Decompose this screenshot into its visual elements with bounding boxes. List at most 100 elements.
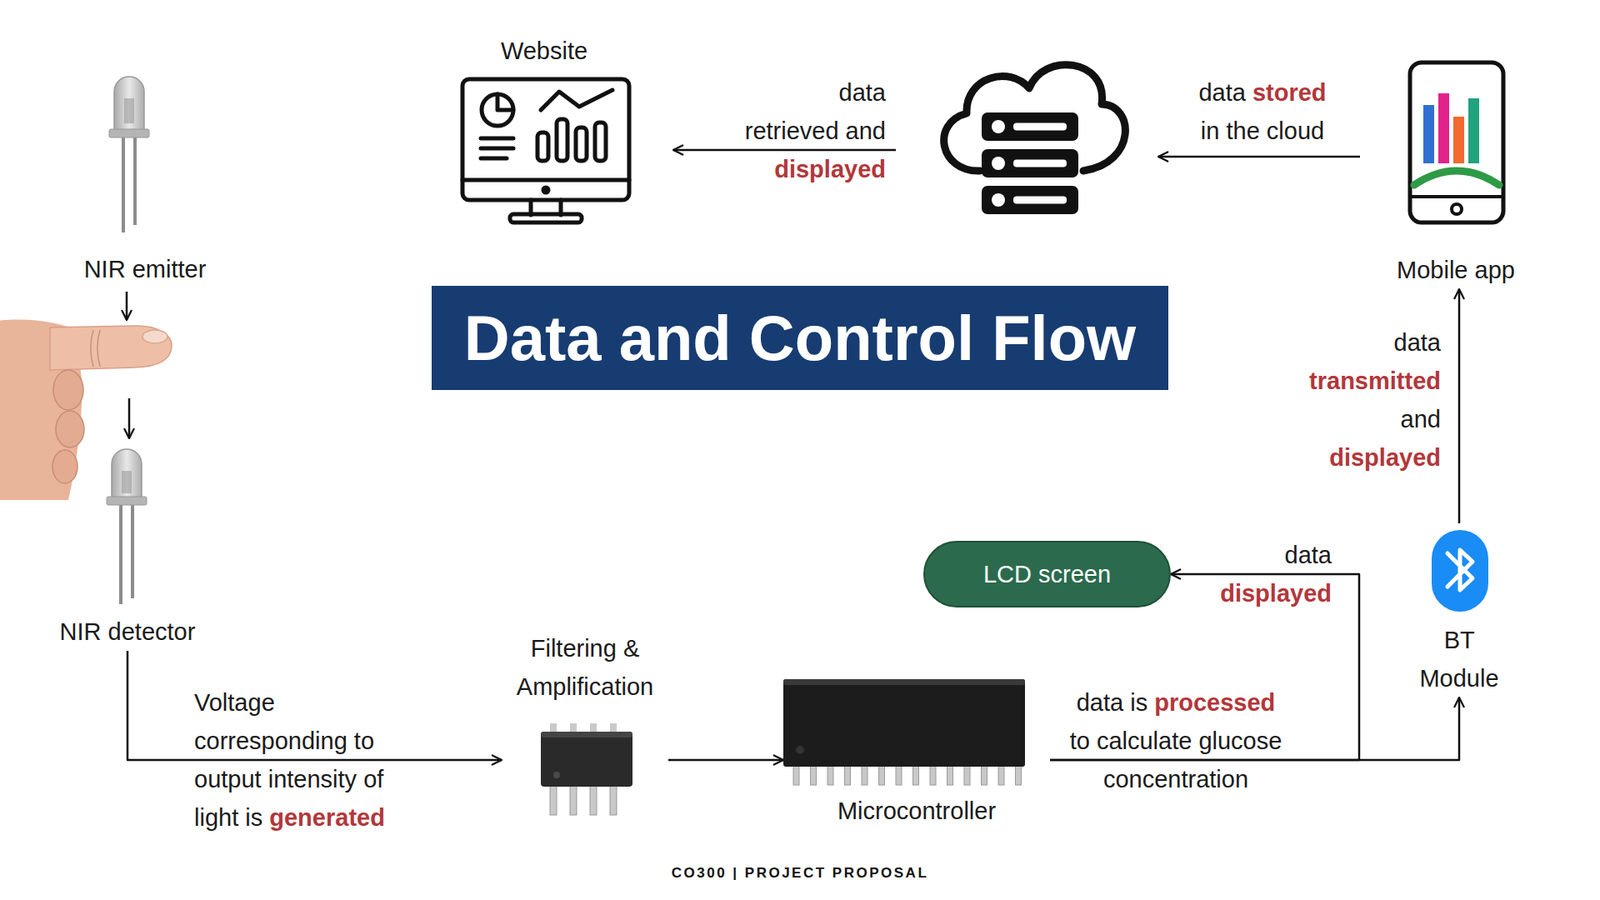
monitor-bezel: [462, 178, 630, 183]
finger-nail: [142, 330, 168, 344]
website-monitor-icon: [462, 79, 630, 223]
chip-pin: [610, 785, 617, 815]
bar: [537, 132, 549, 161]
component-node: Filtering & Amplification: [501, 629, 669, 821]
component-node: BT Module: [1413, 523, 1505, 698]
chart-bar: [1468, 98, 1480, 164]
flow-note: data retrieved and displayed: [741, 73, 886, 189]
bar: [595, 122, 606, 161]
edge-label: data is processed to calculate glucose c…: [1065, 683, 1286, 799]
light-arrow: [128, 398, 131, 439]
footer-note: CO300 | PROJECT PROPOSAL: [0, 863, 1600, 884]
text-lines: [480, 138, 514, 159]
curled-finger: [55, 410, 85, 448]
led-rim: [106, 496, 147, 505]
microcontroller-chip-icon: [783, 679, 1025, 785]
edge-label-anchor: data displayed: [1198, 535, 1332, 613]
chip-pin: [895, 765, 902, 785]
server-unit: [981, 112, 1079, 141]
led-dome: [111, 449, 142, 500]
component-node: Website: [469, 31, 620, 229]
note-anchor: CO300 | PROJECT PROPOSAL: [0, 863, 1600, 884]
led-detector-icon: [106, 449, 147, 605]
chip-pin: [981, 765, 988, 785]
pie-wedge: [497, 94, 514, 110]
knuckle-crease: [90, 330, 100, 367]
note-anchor: data stored in the cloud: [1191, 73, 1334, 150]
note-anchor: data retrieved and displayed: [741, 73, 886, 189]
monitor-dot: [543, 187, 549, 193]
bluetooth-rune: [1447, 550, 1473, 590]
component-label: Website: [469, 31, 620, 70]
bar: [556, 119, 568, 161]
led-rim: [109, 129, 150, 138]
emphasis-word: stored: [1252, 79, 1327, 106]
retrieve-arrow: [673, 149, 896, 152]
pie-chart: [481, 94, 514, 126]
edge-label: data displayed: [1198, 535, 1332, 613]
display-pill: LCD screen: [923, 540, 1171, 608]
chip-pins: [793, 765, 1022, 785]
server-light: [991, 193, 1005, 207]
chip-pin: [1015, 765, 1022, 785]
chip-top-edge: [540, 731, 633, 738]
hand-illustration: [0, 319, 172, 500]
chip-pin1-mark: [795, 745, 805, 755]
chip-top-edge: [783, 679, 1025, 685]
chip-pin: [570, 785, 577, 815]
cloud-server-icon: [944, 65, 1126, 215]
server-light: [991, 156, 1005, 170]
title-text: Data and Control Flow: [464, 300, 1136, 376]
chip-pin: [861, 765, 868, 785]
chart-swoosh: [1414, 170, 1500, 185]
flow-arrow: [1458, 289, 1461, 524]
chip-pin: [879, 765, 885, 785]
chip-pin: [793, 765, 800, 785]
component-label: LCD screen: [950, 555, 1145, 594]
upload-arrow: [1158, 155, 1360, 159]
monitor-frame: [462, 79, 630, 200]
chart-bar: [1438, 93, 1450, 164]
led-dome: [114, 76, 145, 134]
light-arrow: [125, 291, 129, 320]
component-label: Mobile app: [1380, 250, 1531, 290]
server-slot: [1013, 160, 1067, 168]
component-label: NIR emitter: [70, 250, 220, 289]
chip-body: [783, 679, 1025, 767]
component-node: NIR emitter: [70, 73, 220, 289]
component-label: Filtering & Amplification: [501, 629, 669, 706]
led-core: [121, 470, 132, 494]
server-slot: [1013, 196, 1067, 205]
home-button: [1451, 204, 1462, 215]
curled-finger: [52, 450, 78, 484]
emphasis-word: displayed: [1329, 444, 1441, 471]
edge-label: Voltage corresponding to output intensit…: [194, 683, 403, 837]
component-label: BT Module: [1413, 620, 1505, 698]
chip-pin: [845, 765, 851, 785]
chip-pin: [998, 765, 1005, 785]
led-leg: [121, 137, 125, 233]
component-node: NIR detector: [52, 443, 203, 651]
chip-pin: [964, 765, 970, 785]
edge-label-anchor: Voltage corresponding to output intensit…: [194, 683, 403, 837]
server-unit: [981, 149, 1079, 178]
edge-label-anchor: data transmitted and displayed: [1299, 323, 1441, 477]
chip-pin: [550, 785, 557, 815]
trend-line: [540, 90, 613, 110]
flow-arrow: [668, 759, 784, 762]
emphasis-word: processed: [1154, 689, 1275, 716]
chart-bar: [1423, 105, 1435, 164]
led-leg: [133, 137, 137, 225]
bluetooth-badge: [1431, 530, 1489, 612]
bluetooth-icon: [1431, 530, 1489, 612]
monitor-base: [510, 214, 582, 223]
component-label: NIR detector: [52, 612, 203, 651]
component-node: Microcontroller: [783, 670, 1050, 830]
index-finger: [50, 325, 172, 370]
bar: [575, 127, 587, 161]
mobile-phone-icon: [1410, 62, 1504, 223]
server-slot: [1013, 123, 1067, 131]
phone-frame: [1410, 62, 1504, 223]
led-emitter-icon: [109, 76, 150, 233]
